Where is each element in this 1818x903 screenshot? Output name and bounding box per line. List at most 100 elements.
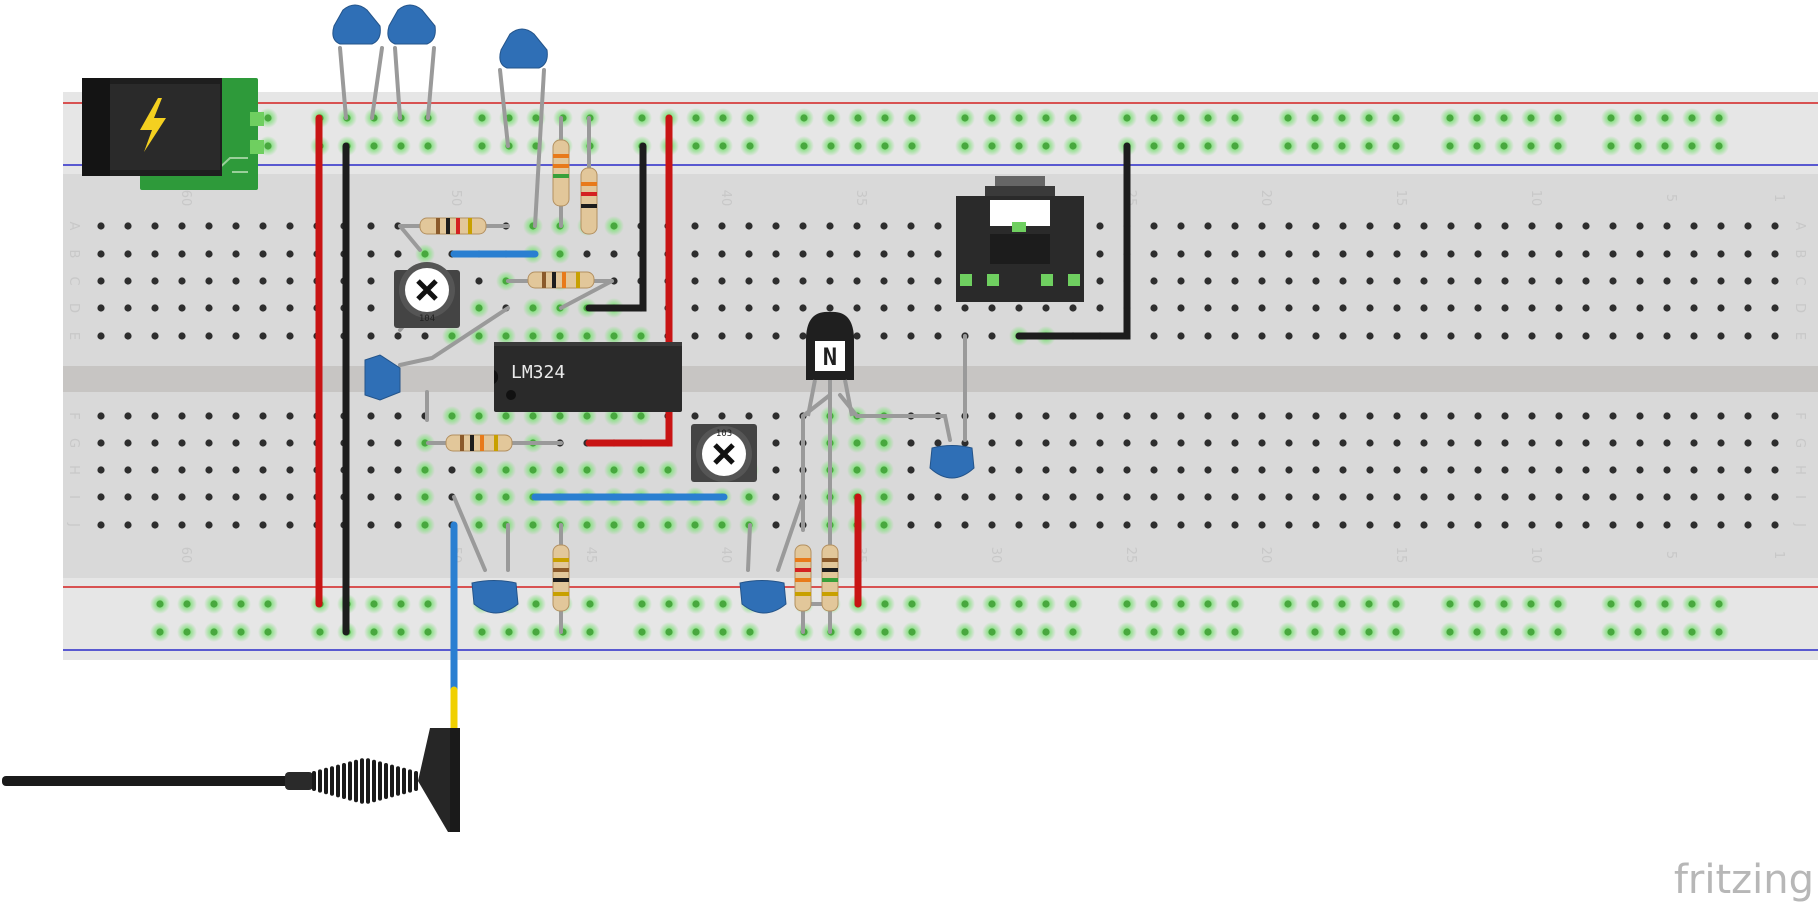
- breadboard-hole[interactable]: [1744, 521, 1752, 529]
- breadboard-hole[interactable]: [124, 332, 132, 340]
- breadboard-hole[interactable]: [1609, 521, 1617, 529]
- breadboard-hole[interactable]: [232, 412, 240, 420]
- breadboard-hole[interactable]: [1447, 493, 1455, 501]
- rail-hole[interactable]: [1338, 114, 1346, 122]
- breadboard-hole[interactable]: [1150, 222, 1158, 230]
- breadboard-hole[interactable]: [1609, 466, 1617, 474]
- breadboard-hole[interactable]: [259, 277, 267, 285]
- breadboard-hole[interactable]: [826, 222, 834, 230]
- breadboard-hole[interactable]: [583, 521, 591, 529]
- rail-hole[interactable]: [1042, 600, 1050, 608]
- breadboard-hole[interactable]: [1582, 521, 1590, 529]
- rail-hole[interactable]: [665, 600, 673, 608]
- breadboard-hole[interactable]: [1555, 439, 1563, 447]
- breadboard-hole[interactable]: [1339, 521, 1347, 529]
- breadboard-hole[interactable]: [1150, 304, 1158, 312]
- breadboard-hole[interactable]: [394, 250, 402, 258]
- breadboard-hole[interactable]: [205, 277, 213, 285]
- breadboard-hole[interactable]: [1285, 277, 1293, 285]
- breadboard-hole[interactable]: [1339, 332, 1347, 340]
- breadboard-hole[interactable]: [1582, 304, 1590, 312]
- wire-red-vcc[interactable]: [585, 114, 673, 447]
- rail-hole[interactable]: [961, 114, 969, 122]
- breadboard-hole[interactable]: [205, 222, 213, 230]
- breadboard-hole[interactable]: [1609, 412, 1617, 420]
- breadboard-hole[interactable]: [1528, 439, 1536, 447]
- breadboard-hole[interactable]: [880, 439, 888, 447]
- breadboard-hole[interactable]: [745, 493, 753, 501]
- breadboard-hole[interactable]: [1393, 439, 1401, 447]
- breadboard-hole[interactable]: [1150, 493, 1158, 501]
- breadboard-hole[interactable]: [1420, 493, 1428, 501]
- rail-hole[interactable]: [1015, 600, 1023, 608]
- breadboard-hole[interactable]: [1312, 412, 1320, 420]
- breadboard-hole[interactable]: [1771, 412, 1779, 420]
- rail-hole[interactable]: [1688, 114, 1696, 122]
- breadboard-hole[interactable]: [718, 277, 726, 285]
- breadboard-hole[interactable]: [1015, 521, 1023, 529]
- rail-hole[interactable]: [424, 628, 432, 636]
- breadboard-hole[interactable]: [178, 466, 186, 474]
- breadboard-hole[interactable]: [1420, 466, 1428, 474]
- rail-hole[interactable]: [908, 600, 916, 608]
- breadboard-hole[interactable]: [529, 304, 537, 312]
- wire-black-jack-gnd[interactable]: [1015, 142, 1131, 340]
- breadboard-hole[interactable]: [1258, 304, 1266, 312]
- breadboard-hole[interactable]: [97, 412, 105, 420]
- breadboard-hole[interactable]: [934, 439, 942, 447]
- breadboard-hole[interactable]: [1285, 250, 1293, 258]
- breadboard-hole[interactable]: [1663, 412, 1671, 420]
- rail-hole[interactable]: [1204, 600, 1212, 608]
- breadboard-hole[interactable]: [1690, 466, 1698, 474]
- breadboard-hole[interactable]: [1555, 466, 1563, 474]
- rail-hole[interactable]: [1446, 600, 1454, 608]
- breadboard-hole[interactable]: [1582, 250, 1590, 258]
- breadboard-hole[interactable]: [178, 521, 186, 529]
- breadboard-hole[interactable]: [178, 222, 186, 230]
- resistor-r7[interactable]: [794, 544, 812, 612]
- breadboard-hole[interactable]: [1231, 332, 1239, 340]
- breadboard-hole[interactable]: [1366, 439, 1374, 447]
- breadboard-hole[interactable]: [1285, 493, 1293, 501]
- rail-hole[interactable]: [1150, 142, 1158, 150]
- breadboard-hole[interactable]: [1663, 222, 1671, 230]
- breadboard-hole[interactable]: [1771, 493, 1779, 501]
- breadboard-hole[interactable]: [178, 250, 186, 258]
- rail-hole[interactable]: [1473, 114, 1481, 122]
- breadboard-hole[interactable]: [1501, 466, 1509, 474]
- breadboard-hole[interactable]: [394, 332, 402, 340]
- breadboard-hole[interactable]: [1663, 277, 1671, 285]
- breadboard-hole[interactable]: [1582, 466, 1590, 474]
- rail-hole[interactable]: [1688, 142, 1696, 150]
- breadboard-hole[interactable]: [124, 439, 132, 447]
- breadboard-hole[interactable]: [367, 466, 375, 474]
- breadboard-hole[interactable]: [421, 493, 429, 501]
- breadboard-hole[interactable]: [1771, 466, 1779, 474]
- breadboard-hole[interactable]: [1231, 466, 1239, 474]
- breadboard-hole[interactable]: [286, 412, 294, 420]
- rail-hole[interactable]: [746, 142, 754, 150]
- rail-hole[interactable]: [1284, 114, 1292, 122]
- breadboard-hole[interactable]: [1447, 250, 1455, 258]
- breadboard-hole[interactable]: [1582, 332, 1590, 340]
- breadboard-hole[interactable]: [1393, 412, 1401, 420]
- breadboard-hole[interactable]: [1744, 250, 1752, 258]
- rail-hole[interactable]: [1123, 600, 1131, 608]
- breadboard-hole[interactable]: [1042, 439, 1050, 447]
- breadboard-hole[interactable]: [1555, 332, 1563, 340]
- breadboard-hole[interactable]: [610, 521, 618, 529]
- breadboard-hole[interactable]: [1096, 277, 1104, 285]
- breadboard-hole[interactable]: [1366, 412, 1374, 420]
- breadboard-hole[interactable]: [1042, 521, 1050, 529]
- breadboard-hole[interactable]: [502, 412, 510, 420]
- rail-hole[interactable]: [1177, 114, 1185, 122]
- breadboard-hole[interactable]: [1717, 222, 1725, 230]
- breadboard-hole[interactable]: [745, 277, 753, 285]
- breadboard-hole[interactable]: [1528, 277, 1536, 285]
- breadboard-hole[interactable]: [1636, 250, 1644, 258]
- breadboard-hole[interactable]: [772, 222, 780, 230]
- breadboard-hole[interactable]: [286, 332, 294, 340]
- rail-hole[interactable]: [1634, 142, 1642, 150]
- breadboard-hole[interactable]: [1231, 412, 1239, 420]
- breadboard-hole[interactable]: [1528, 521, 1536, 529]
